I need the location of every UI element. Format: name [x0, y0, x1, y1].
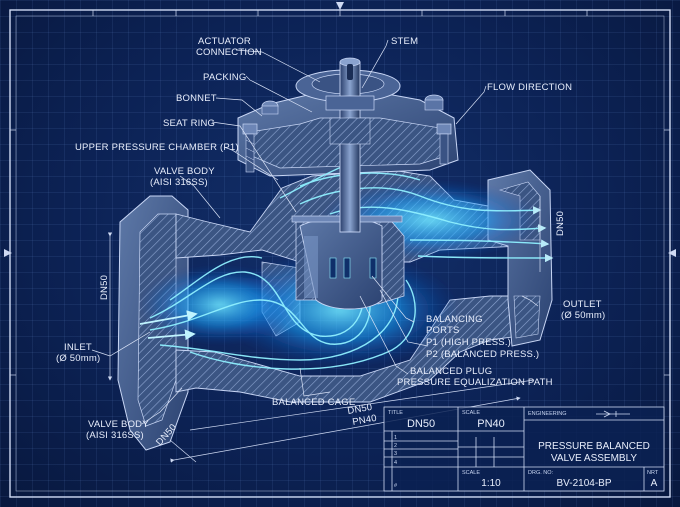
tb-drg-value: BV-2104-BP — [556, 478, 611, 489]
tb-scale-header: SCALE — [462, 410, 480, 416]
label-dim-pn40: PN40 — [352, 413, 378, 428]
label-bonnet: BONNET — [176, 93, 217, 104]
bolt-mid — [261, 100, 279, 115]
tb-drg-header: DRG. NO: — [528, 470, 554, 476]
title-block — [383, 406, 665, 492]
label-inlet-1: INLET — [64, 342, 92, 353]
flow-streamlines — [149, 163, 554, 370]
tb-scale2-header: SCALE — [462, 470, 480, 476]
label-packing: PACKING — [203, 72, 246, 83]
bolt-right — [424, 94, 452, 165]
label-cage: BALANCED CAGE — [272, 397, 355, 408]
tb-scale2-value: 1:10 — [481, 478, 501, 489]
tb-nrt-header: NRT — [647, 470, 659, 476]
tb-row-1: 1 — [394, 435, 397, 441]
tb-row-3: 3 — [394, 451, 397, 457]
label-stem: STEM — [391, 36, 418, 47]
tb-hash: # — [394, 483, 398, 489]
label-seat-ring: SEAT RING — [163, 118, 215, 129]
label-p2: P2 (BALANCED PRESS.) — [426, 349, 539, 360]
label-outlet-2: (Ø 50mm) — [561, 310, 605, 321]
packing-gland — [325, 95, 375, 111]
center-mark-right — [668, 249, 676, 257]
center-mark-left — [4, 249, 12, 257]
label-flow-direction: FLOW DIRECTION — [487, 82, 572, 93]
label-valve-body-b2: (AISI 316SS) — [86, 430, 144, 441]
border-ticks — [10, 10, 670, 376]
label-valve-body-b1: VALVE BODY — [88, 419, 149, 430]
tb-title-value: DN50 — [407, 418, 435, 430]
label-balancing-1: BALANCING — [426, 314, 483, 325]
tb-row-4: 4 — [394, 460, 397, 466]
tb-row-2: 2 — [394, 443, 397, 449]
stem-slot — [347, 64, 353, 80]
label-inlet-2: (Ø 50mm) — [56, 353, 100, 364]
tb-name-2: VALVE ASSEMBLY — [551, 453, 637, 464]
label-actuator-1: ACTUATOR — [198, 36, 251, 47]
leader-lines — [91, 39, 539, 425]
label-plug-1: BALANCED PLUG — [410, 366, 492, 377]
label-balancing-2: PORTS — [426, 325, 460, 336]
tb-engineering-header: ENGINEERING — [528, 411, 567, 417]
label-upper-chamber: UPPER PRESSURE CHAMBER (P1) — [75, 142, 239, 153]
packing-rings — [329, 117, 371, 145]
cage-and-plug — [291, 57, 405, 310]
cage-ports — [329, 257, 377, 279]
label-dim-dn50-1: DN50 — [347, 402, 374, 417]
title-block-text: TITLE DN50 SCALE PN40 ENGINEERING PRESSU… — [388, 410, 659, 489]
label-actuator-2: CONNECTION — [196, 47, 262, 58]
plug-highlight — [304, 236, 318, 298]
label-dn50-top: DN50 — [555, 211, 566, 236]
label-p1: P1 (HIGH PRESS.) — [426, 337, 511, 348]
bolt-left — [242, 123, 258, 173]
tb-title-header: TITLE — [388, 410, 403, 416]
label-outlet-1: OUTLET — [563, 299, 602, 310]
label-plug-2: PRESSURE EQUALIZATION PATH — [397, 377, 553, 388]
tb-name-1: PRESSURE BALANCED — [538, 441, 650, 452]
label-valve-body-2: (AISI 316SS) — [150, 177, 208, 188]
flow-arrows-inlet — [139, 310, 198, 341]
tb-nrt-value: A — [651, 478, 658, 489]
tb-scale-value: PN40 — [477, 418, 505, 430]
label-valve-body-1: VALVE BODY — [154, 166, 215, 177]
label-dn50-left: DN50 — [99, 275, 110, 300]
outlet-flange-section-lower — [513, 295, 541, 339]
center-mark-top — [336, 2, 344, 10]
stem — [339, 61, 361, 233]
